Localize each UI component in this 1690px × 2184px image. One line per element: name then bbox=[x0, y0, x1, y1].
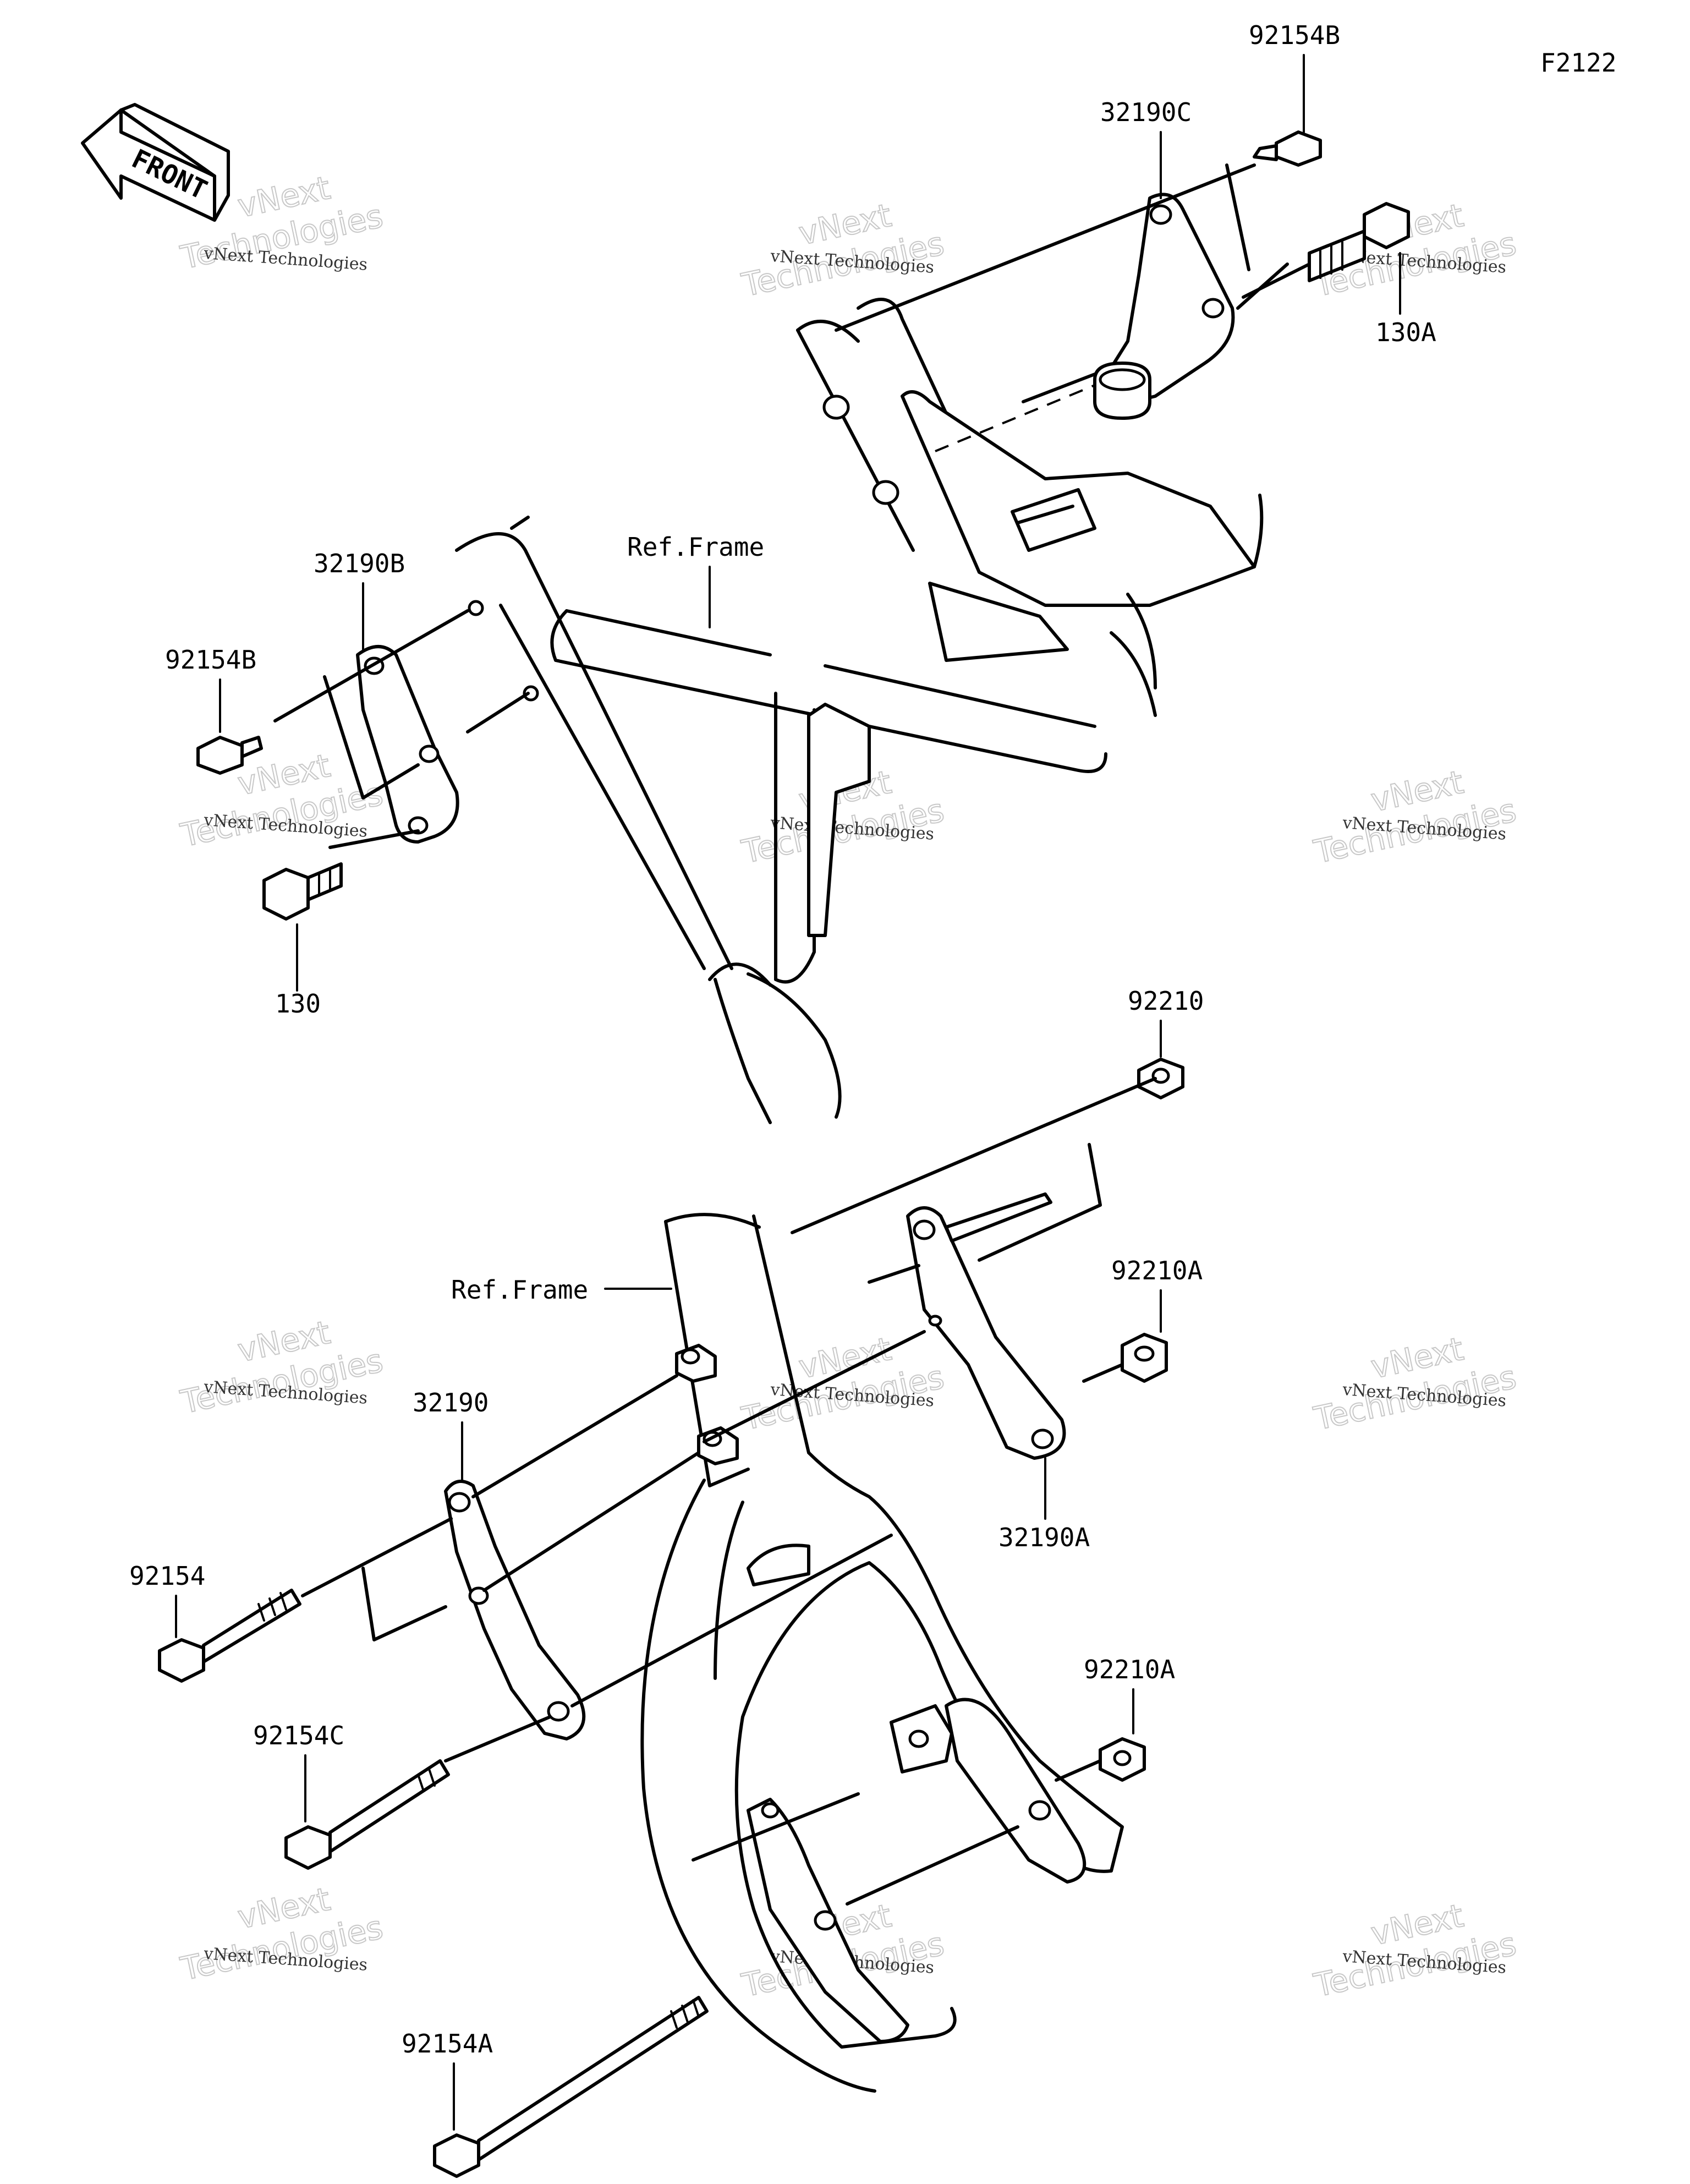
nut-92210A-lower bbox=[1099, 1737, 1146, 1782]
diagram-code: F2122 bbox=[1540, 48, 1616, 78]
part-label-32190A: 32190A bbox=[998, 1523, 1090, 1552]
upper-frame bbox=[455, 298, 1264, 1124]
bracket-32190C bbox=[1093, 193, 1235, 420]
bolt-130A bbox=[1308, 202, 1410, 282]
part-label-92210A-lower: 92210A bbox=[1084, 1655, 1175, 1684]
part-label-92154: 92154 bbox=[129, 1561, 205, 1591]
bolt-92154B-top bbox=[1253, 130, 1322, 167]
bolt-92154 bbox=[158, 1589, 301, 1683]
nut-92210 bbox=[1137, 1058, 1184, 1099]
watermark-6: vNext Technologies bbox=[1310, 763, 1520, 871]
nut-92210A-upper bbox=[1121, 1333, 1168, 1383]
bracket-32190 bbox=[444, 1480, 586, 1740]
part-label-92154A: 92154A bbox=[402, 2029, 493, 2059]
bolt-92154C bbox=[284, 1759, 450, 1870]
part-label-92210: 92210 bbox=[1128, 986, 1204, 1016]
watermark-group: vNext Technologies vNext Technologies vN… bbox=[177, 168, 1520, 2005]
part-label-130: 130 bbox=[275, 989, 321, 1019]
watermark-9: vNext Technologies bbox=[1310, 1329, 1520, 1438]
ref-frame-label-lower: Ref.Frame bbox=[451, 1275, 588, 1305]
part-label-32190: 32190 bbox=[413, 1388, 489, 1417]
ref-frame-label-upper: Ref.Frame bbox=[627, 532, 764, 562]
front-arrow-icon: FRONT bbox=[81, 103, 230, 222]
bolt-92154B-left bbox=[196, 736, 263, 775]
part-label-130A: 130A bbox=[1375, 318, 1436, 347]
part-label-92154B-top: 92154B bbox=[1249, 20, 1340, 50]
bracket-32190A bbox=[906, 1206, 1066, 1460]
watermark-12: vNext Technologies bbox=[1310, 1896, 1520, 2005]
bolt-130 bbox=[262, 862, 343, 921]
part-label-32190B: 32190B bbox=[314, 549, 405, 578]
watermark-2: vNext Technologies bbox=[738, 196, 948, 304]
lower-frame bbox=[640, 1213, 1124, 2093]
part-label-92154C: 92154C bbox=[253, 1721, 344, 1750]
part-label-32190C: 32190C bbox=[1100, 97, 1192, 127]
part-label-92210A-upper: 92210A bbox=[1111, 1256, 1203, 1285]
bolt-92154A bbox=[433, 1996, 709, 2178]
part-label-92154B-left: 92154B bbox=[165, 645, 256, 675]
